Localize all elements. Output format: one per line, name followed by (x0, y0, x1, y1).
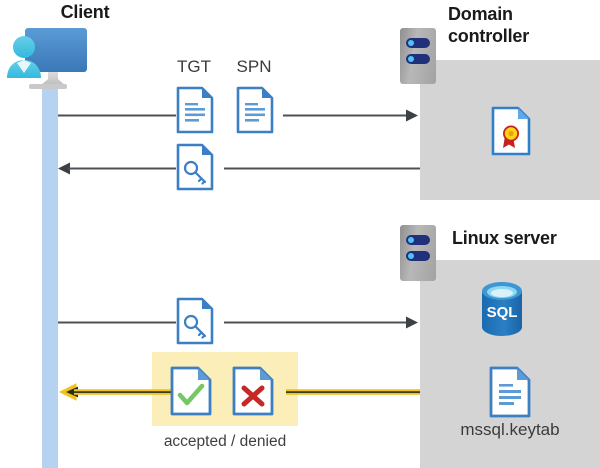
spn-label: SPN (236, 57, 272, 76)
document-certificate-icon (491, 106, 531, 156)
client-to-linux-request-arrow (58, 315, 418, 331)
document-icon-tgt (176, 86, 214, 134)
keytab-filename-label: mssql.keytab (460, 420, 560, 439)
server-rack-icon-domain-controller (400, 28, 436, 84)
rack-bay-led (406, 251, 430, 261)
domain-controller-title-line1: Domain (448, 4, 513, 24)
document-cross-icon-denied (232, 366, 274, 416)
rack-bay-led (406, 38, 430, 48)
linux-server-title: Linux server (452, 228, 557, 248)
client-to-dc-request-arrow (58, 108, 418, 124)
tgt-label: TGT (177, 57, 211, 76)
document-icon-spn (236, 86, 274, 134)
document-key-icon-ticket-granting-ticket (176, 143, 214, 191)
rack-bay-led (406, 54, 430, 64)
domain-controller-title-line2: controller (448, 26, 530, 46)
server-rack-icon-linux-server (400, 225, 436, 281)
document-key-icon-service-ticket (176, 297, 214, 345)
client-title: Client (60, 2, 110, 22)
document-check-icon-accepted (170, 366, 212, 416)
rack-bay-led (406, 235, 430, 245)
client-workstation-user-icon (6, 26, 106, 94)
linux-to-client-response-arrow (58, 383, 420, 401)
client-lifeline (42, 84, 58, 468)
sql-database-icon: SQL (479, 281, 525, 337)
accepted-denied-label: accepted / denied (163, 433, 287, 450)
document-icon-keytab (489, 366, 531, 418)
svg-text:SQL: SQL (487, 304, 518, 321)
dc-to-client-ticket-arrow (58, 161, 420, 177)
